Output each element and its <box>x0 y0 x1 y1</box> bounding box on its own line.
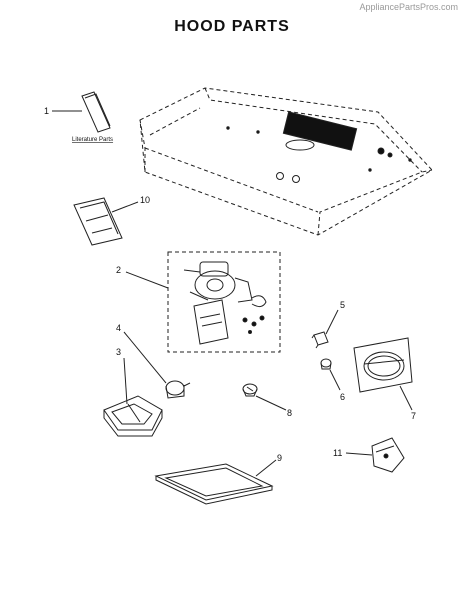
callout-10: 10 <box>140 195 150 205</box>
page-title: HOOD PARTS <box>174 18 290 35</box>
leader-line-8 <box>255 395 287 411</box>
callout-9: 9 <box>277 453 282 463</box>
callout-3: 3 <box>116 347 121 357</box>
rocker-switch <box>311 331 329 349</box>
callout-2: 2 <box>116 265 121 275</box>
bottom-tray <box>154 463 274 505</box>
leader-line-3 <box>123 357 128 405</box>
blower-kit-box <box>167 251 281 353</box>
switch-knob <box>320 358 332 370</box>
leader-line-4 <box>123 331 167 384</box>
leader-line-9 <box>255 459 277 477</box>
hood-details <box>226 111 412 183</box>
callout-5: 5 <box>340 300 345 310</box>
callout-1: 1 <box>44 106 49 116</box>
hood-body <box>139 87 433 236</box>
leader-line-11 <box>345 452 373 456</box>
callout-11: 11 <box>333 448 342 458</box>
grease-filter <box>73 197 123 246</box>
leader-line-6 <box>329 369 341 391</box>
leader-line-2 <box>125 271 169 289</box>
light-socket <box>165 380 191 399</box>
callout-7: 7 <box>411 411 416 421</box>
leader-line-7 <box>399 385 413 411</box>
literature-parts <box>81 91 111 133</box>
duct-damper <box>353 337 413 393</box>
callout-4: 4 <box>116 323 121 333</box>
leader-line-5 <box>325 309 339 335</box>
leader-line-10 <box>111 201 139 213</box>
callout-6: 6 <box>340 392 345 402</box>
watermark: AppliancePartsPros.com <box>359 2 458 12</box>
control-knob <box>242 383 258 397</box>
mounting-bracket <box>371 437 405 473</box>
light-housing <box>103 395 163 437</box>
callout-8: 8 <box>287 408 292 418</box>
literature-label: Literature Parts <box>72 137 113 143</box>
